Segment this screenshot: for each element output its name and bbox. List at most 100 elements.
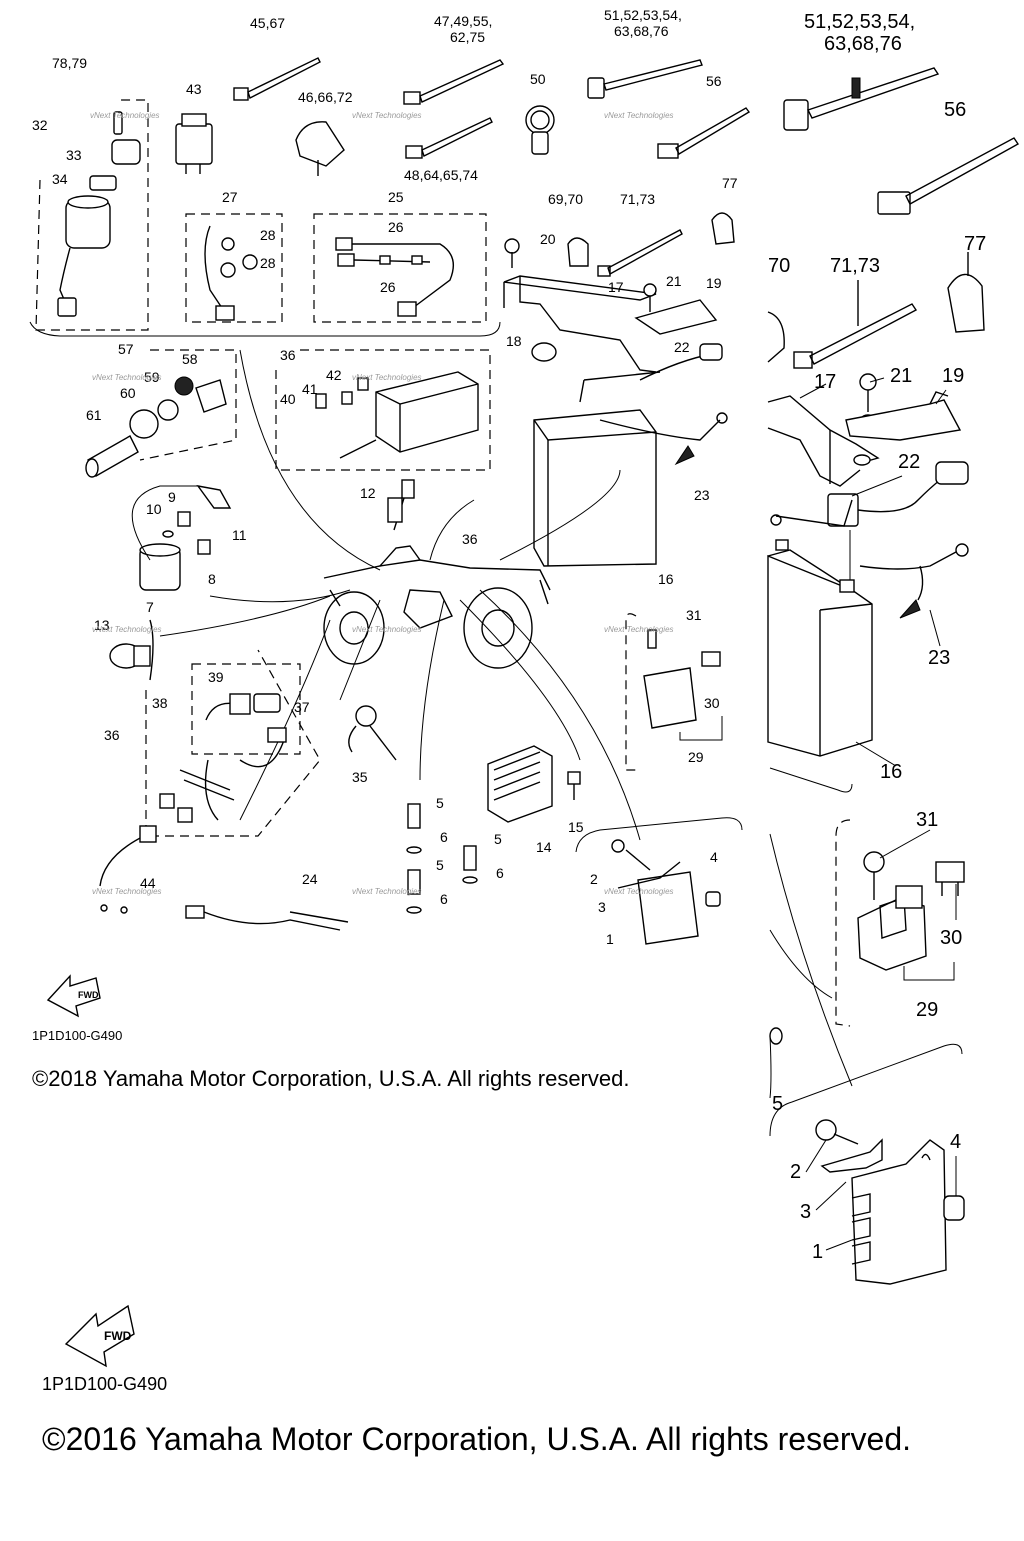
callout-44: 44 [140, 875, 156, 891]
holder-69-70 [567, 237, 589, 267]
group-brace-16 [769, 767, 853, 793]
wire-harness-36-38-39 [159, 693, 287, 823]
rectifier-14 [487, 745, 553, 823]
callout-51-54-large: 51,52,53,54, [804, 11, 915, 33]
sensor-35 [348, 705, 397, 761]
callout-32: 32 [32, 117, 48, 133]
bolt-21 [643, 283, 657, 312]
callout-6-top: 6 [440, 829, 448, 845]
callout-4-large: 4 [950, 1131, 961, 1153]
diagram-code-small: 1P1D100-G490 [32, 1028, 122, 1043]
copyright-large: ©2016 Yamaha Motor Corporation, U.S.A. A… [42, 1421, 911, 1457]
callout-51-54: 51,52,53,54, [604, 7, 682, 23]
callout-30-small: 30 [704, 695, 720, 711]
svg-text:vNext Technologies: vNext Technologies [352, 373, 422, 382]
callout-24: 24 [302, 871, 318, 887]
callout-58: 58 [182, 351, 198, 367]
fwd-arrow-small: FWD [46, 974, 101, 1018]
inset-diagram: FWD 45,67 47,49,55, 62,75 51,52,53,54, 6… [29, 7, 751, 1091]
svg-text:vNext Technologies: vNext Technologies [92, 625, 162, 634]
callout-14: 14 [536, 839, 552, 855]
callout-8: 8 [208, 571, 216, 587]
callout-61: 61 [86, 407, 102, 423]
battery-bracket-17 [503, 275, 657, 373]
wire-lead-44 [99, 825, 157, 914]
clip-band-large [783, 67, 940, 131]
bolt-5-large-partial [769, 1027, 783, 1045]
relay-group-frame [625, 613, 640, 771]
svg-text:vNext Technologies: vNext Technologies [604, 111, 674, 120]
watermarks: vNext Technologies vNext Technologies vN… [90, 111, 674, 896]
diagram-code-large: 1P1D100-G490 [42, 1374, 167, 1394]
inset-callout-labels: 45,67 47,49,55, 62,75 51,52,53,54, 63,68… [32, 7, 738, 947]
callout-23-large: 23 [928, 647, 950, 669]
tie-71-73 [597, 229, 683, 277]
callout-39: 39 [208, 669, 224, 685]
bolt-8-9-10 [162, 511, 211, 555]
group-brace-cdi [769, 1043, 963, 1137]
callout-3-large: 3 [800, 1201, 811, 1223]
callout-27: 27 [222, 189, 238, 205]
callout-38: 38 [152, 695, 168, 711]
callout-45-67: 45,67 [250, 15, 285, 31]
callout-31-large: 31 [916, 809, 938, 831]
group-brace-bottom [575, 817, 743, 853]
callout-41: 41 [302, 381, 318, 397]
callout-22-small: 22 [674, 339, 690, 355]
key-switch-group-frame [35, 99, 149, 331]
sub-lead-25 [335, 237, 454, 317]
ignition-coil-7 [131, 485, 200, 591]
callout-28-top: 28 [260, 227, 276, 243]
cap-11 [196, 484, 232, 509]
callout-56-large: 56 [944, 99, 966, 121]
holder-70-large [767, 311, 785, 363]
callout-25: 25 [388, 189, 404, 205]
callout-34: 34 [52, 171, 68, 187]
lead-wire-27 [204, 225, 258, 321]
relay-group-frame-large [835, 819, 851, 1027]
svg-text:vNext Technologies: vNext Technologies [352, 887, 422, 896]
callout-2-large: 2 [790, 1161, 801, 1183]
main-switch-part [57, 111, 141, 317]
callout-40: 40 [280, 391, 296, 407]
callout-36-bottom: 36 [104, 727, 120, 743]
callout-36-middle: 36 [462, 531, 478, 547]
callout-62-75: 62,75 [450, 29, 485, 45]
tie-71-73-large [793, 280, 918, 369]
cdi-unit-large [815, 1119, 965, 1285]
svg-text:vNext Technologies: vNext Technologies [92, 887, 162, 896]
callout-6-bottom: 6 [440, 891, 448, 907]
callout-59: 59 [144, 369, 160, 385]
callout-21-small: 21 [666, 273, 682, 289]
leader-curves-main [769, 833, 853, 1099]
socket-parts-58-61 [85, 376, 227, 478]
clamp-part-50 [525, 105, 555, 155]
callout-28-bottom: 28 [260, 255, 276, 271]
callout-16-large: 16 [880, 761, 902, 783]
spark-plug-12 [387, 479, 415, 531]
callout-1-small: 1 [606, 931, 614, 947]
fwd-label-large: FWD [104, 1329, 132, 1343]
bolts-5-6 [406, 803, 478, 914]
callout-1-large: 1 [812, 1241, 823, 1263]
callout-78-79: 78,79 [52, 55, 87, 71]
clip-band-part [587, 59, 703, 99]
cover-19-large [845, 391, 962, 441]
fuse-box-group-frame [275, 349, 491, 471]
callout-48-64-65-74: 48,64,65,74 [404, 167, 478, 183]
band-large-56 [877, 137, 1020, 215]
callout-47-49-55: 47,49,55, [434, 13, 492, 29]
callout-63-68-76-large: 63,68,76 [824, 33, 902, 55]
callout-15: 15 [568, 819, 584, 835]
callout-3-small: 3 [598, 899, 606, 915]
relay-29 [643, 629, 723, 741]
callout-13: 13 [94, 617, 110, 633]
callout-17-small: 17 [608, 279, 624, 295]
callout-29-small: 29 [688, 749, 704, 765]
long-cable-tie-part [403, 59, 505, 105]
callout-42: 42 [326, 367, 342, 383]
harness-group-frame [145, 649, 321, 837]
callout-26-bottom: 26 [380, 279, 396, 295]
